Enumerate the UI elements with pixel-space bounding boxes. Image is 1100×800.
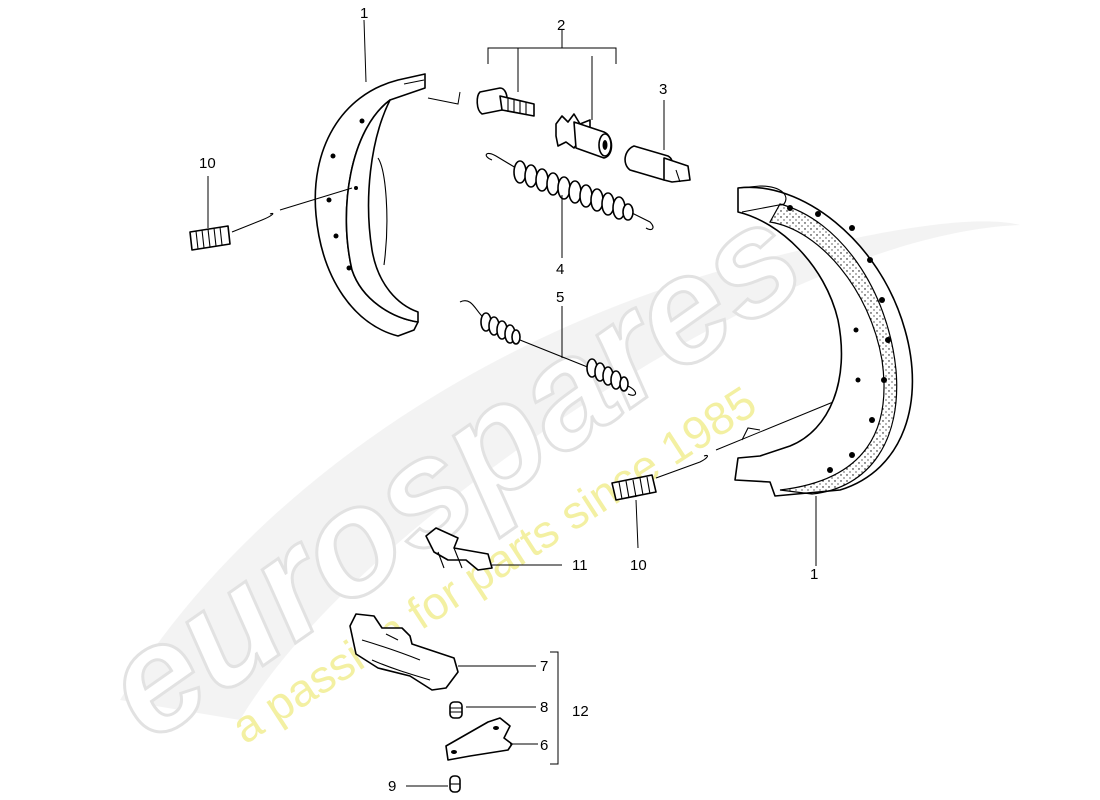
callout-6: 6 bbox=[540, 737, 548, 754]
callout-7: 7 bbox=[540, 658, 548, 675]
adjuster-bolt bbox=[427, 87, 535, 117]
callout-3: 3 bbox=[659, 81, 667, 98]
callouts: 1 2 3 10 4 5 10 1 11 7 8 12 6 9 bbox=[199, 5, 818, 795]
pin-upper bbox=[449, 701, 463, 719]
watermark-swoosh bbox=[120, 221, 1020, 720]
link bbox=[445, 717, 513, 761]
callout-4: 4 bbox=[556, 261, 564, 278]
pin-lower bbox=[449, 775, 461, 793]
adjuster-sleeve bbox=[624, 145, 691, 183]
callout-12: 12 bbox=[572, 703, 589, 720]
upper-return-spring bbox=[485, 152, 654, 231]
lower-return-spring bbox=[459, 300, 637, 396]
callout-5: 5 bbox=[556, 289, 564, 306]
watermark: eurospares a passion for parts since 198… bbox=[70, 168, 1020, 773]
brake-shoe-right bbox=[734, 185, 914, 497]
clip bbox=[425, 527, 493, 571]
brake-shoe-left bbox=[314, 73, 426, 337]
callout-9: 9 bbox=[388, 778, 396, 795]
hold-down-spring-left bbox=[189, 187, 353, 251]
hold-down-spring-right bbox=[611, 399, 839, 501]
parking-brake-lever bbox=[349, 613, 459, 691]
adjuster-star-nut bbox=[555, 113, 613, 159]
callout-10-left: 10 bbox=[199, 155, 216, 172]
callout-8: 8 bbox=[540, 699, 548, 716]
callout-11: 11 bbox=[572, 557, 588, 574]
callout-1-right: 1 bbox=[810, 566, 818, 583]
callout-10-right: 10 bbox=[630, 557, 647, 574]
callout-2: 2 bbox=[557, 17, 565, 34]
leader-lines bbox=[207, 19, 817, 787]
callout-1-top: 1 bbox=[360, 5, 368, 22]
